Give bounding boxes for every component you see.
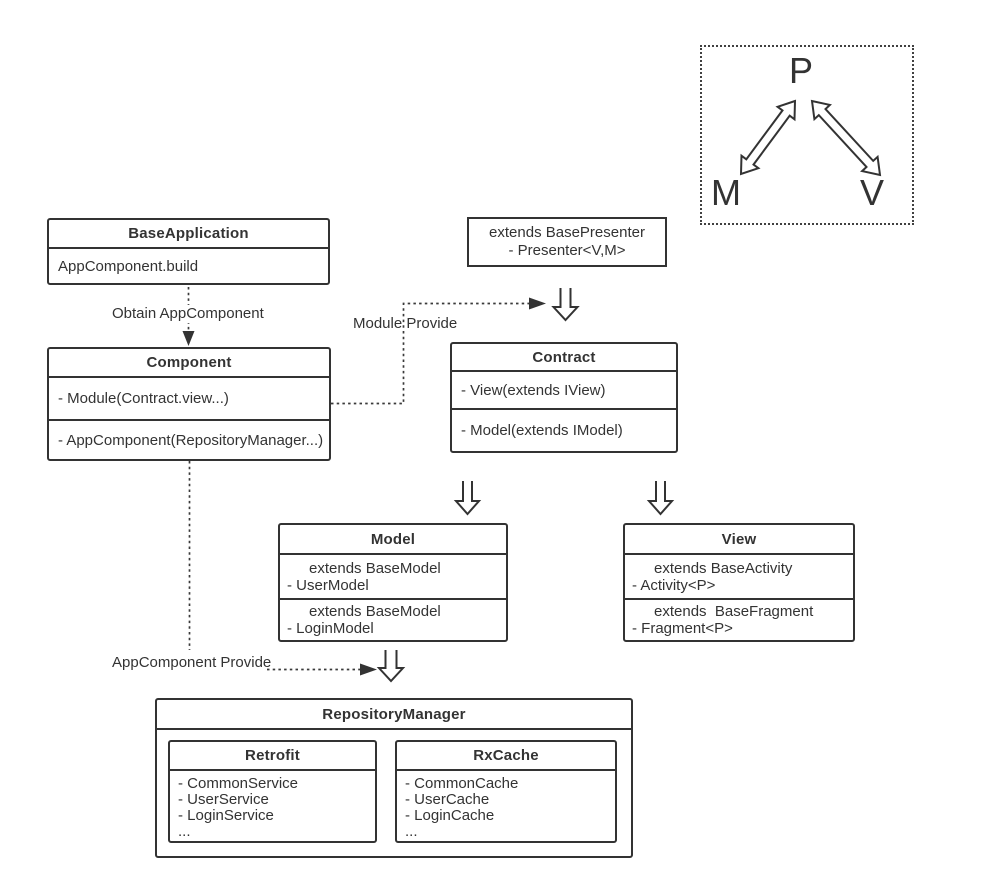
list-item: ...	[178, 823, 191, 840]
model-row-usermodel: extends BaseModel - UserModel	[280, 555, 506, 600]
retrofit-title: Retrofit	[170, 742, 375, 771]
module-provide-line	[331, 302, 529, 405]
model-box: Model extends BaseModel - UserModel exte…	[278, 523, 508, 642]
mvp-letter-m: M	[711, 172, 741, 213]
obtain-appcomponent-arrowhead	[182, 331, 195, 346]
p-m-double-arrow	[739, 99, 797, 176]
contract-row-view: - View(extends IView)	[452, 372, 676, 410]
list-item: - UserService	[178, 791, 269, 808]
mvp-triangle-box	[700, 45, 914, 225]
contract-row-model: - Model(extends IModel)	[461, 422, 623, 439]
list-item: - CommonCache	[405, 775, 519, 792]
list-item: ...	[405, 823, 418, 840]
view-row2-name: - Fragment<P>	[632, 620, 733, 637]
list-item: - LoginService	[178, 807, 274, 824]
rxcache-items: - CommonCache - UserCache - LoginCache .…	[397, 771, 615, 840]
model-row-loginmodel: extends BaseModel - LoginModel	[280, 600, 506, 640]
view-row1-name: - Activity<P>	[632, 576, 716, 594]
component-row-module: - Module(Contract.view...)	[49, 378, 329, 421]
model-row1-extends: extends BaseModel	[309, 559, 441, 577]
appcomponent-provide-arrowhead	[360, 663, 377, 676]
contract-to-model-arrow	[453, 481, 482, 516]
presenter-note-line1: extends BasePresenter	[489, 224, 645, 241]
presenter-to-contract-arrow	[551, 288, 580, 322]
mvp-letter-p: P	[789, 50, 814, 91]
view-row-activity: extends BaseActivity - Activity<P>	[625, 555, 853, 600]
component-title: Component	[49, 349, 329, 378]
retrofit-box: Retrofit - CommonService - UserService -…	[168, 740, 377, 843]
view-row1-extends: extends BaseActivity	[654, 559, 793, 577]
module-provide-label: Module Provide	[353, 315, 458, 332]
view-title: View	[625, 525, 853, 555]
model-row2-extends: extends BaseModel	[309, 603, 441, 620]
model-row1-name: - UserModel	[287, 576, 369, 594]
presenter-note-box: extends BasePresenter - Presenter<V,M>	[467, 217, 667, 267]
p-v-double-arrow	[810, 99, 882, 177]
contract-title: Contract	[452, 344, 676, 372]
repository-manager-title: RepositoryManager	[157, 700, 631, 730]
contract-box: Contract - View(extends IView) - Model(e…	[450, 342, 678, 453]
base-application-box: BaseApplication AppComponent.build	[47, 218, 330, 285]
retrofit-items: - CommonService - UserService - LoginSer…	[170, 771, 375, 840]
view-row2-extends: extends BaseFragment	[654, 603, 814, 620]
list-item: - CommonService	[178, 775, 299, 792]
list-item: - LoginCache	[405, 807, 495, 824]
hollow-arrows	[376, 99, 882, 683]
view-box: View extends BaseActivity - Activity<P> …	[623, 523, 855, 642]
presenter-note-line2: - Presenter<V,M>	[508, 242, 626, 259]
model-title: Model	[280, 525, 506, 555]
provide-to-repositorymanager-arrow	[376, 650, 406, 683]
list-item: - UserCache	[405, 791, 490, 808]
model-row2-name: - LoginModel	[287, 620, 374, 637]
base-application-title: BaseApplication	[49, 220, 328, 249]
rxcache-box: RxCache - CommonCache - UserCache - Logi…	[395, 740, 617, 843]
appcomponent-provide-label: AppComponent Provide	[112, 654, 272, 671]
obtain-appcomponent-label: Obtain AppComponent	[110, 305, 266, 323]
module-provide-arrowhead	[529, 297, 546, 310]
component-box: Component - Module(Contract.view...) - A…	[47, 347, 331, 461]
rxcache-title: RxCache	[397, 742, 615, 771]
mvp-letter-v: V	[860, 172, 885, 213]
contract-to-view-arrow	[646, 481, 675, 516]
base-application-body: AppComponent.build	[58, 257, 199, 275]
component-row-appcomponent: - AppComponent(RepositoryManager...)	[58, 431, 324, 449]
view-row-fragment: extends BaseFragment - Fragment<P>	[625, 600, 853, 640]
